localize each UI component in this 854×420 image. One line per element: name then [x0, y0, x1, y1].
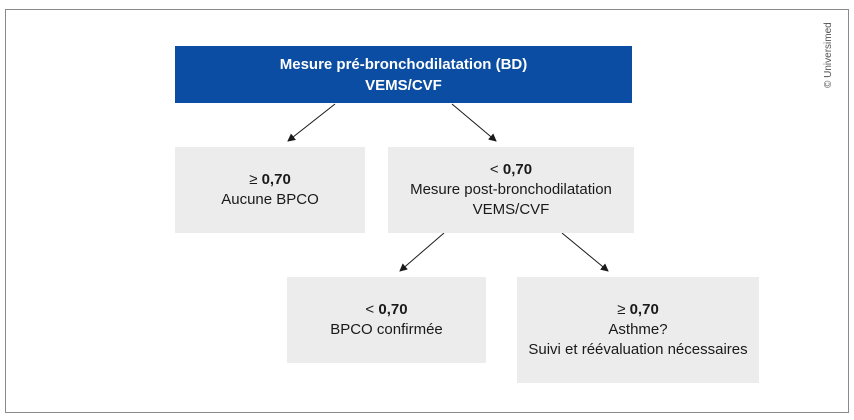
node-asthma: ≥ 0,70 Asthme? Suivi et réévaluation néc… [517, 277, 759, 383]
threshold-symbol: ≥ [617, 301, 626, 318]
node-left-label: Aucune BPCO [221, 191, 319, 208]
node-root-subtitle: VEMS/CVF [365, 76, 442, 94]
node-right-line2: VEMS/CVF [472, 201, 550, 218]
node-br-threshold: ≥ 0,70 [617, 300, 659, 320]
node-br-line1: Asthme? [608, 321, 668, 338]
threshold-value: 0,70 [378, 301, 408, 318]
copyright-text: © Universimed [823, 22, 834, 88]
node-no-copd: ≥ 0,70 Aucune BPCO [175, 147, 365, 233]
threshold-value: 0,70 [261, 171, 291, 188]
node-bl-label: BPCO confirmée [330, 321, 443, 338]
threshold-value: 0,70 [629, 301, 659, 318]
node-right-line1: Mesure post-bronchodilatation [410, 181, 612, 198]
node-right-threshold: < 0,70 [490, 160, 532, 180]
node-left-threshold: ≥ 0,70 [249, 170, 291, 190]
node-pre-bd-measure: Mesure pré-bronchodilatation (BD) VEMS/C… [175, 46, 632, 103]
node-copd-confirmed: < 0,70 BPCO confirmée [287, 277, 486, 363]
threshold-symbol: ≥ [249, 171, 258, 188]
threshold-symbol: < [489, 161, 499, 178]
node-root-title: Mesure pré-bronchodilatation (BD) [279, 55, 528, 73]
node-br-line2: Suivi et réévaluation nécessaires [528, 341, 748, 358]
diagram-frame [5, 9, 849, 413]
threshold-symbol: < [365, 301, 375, 318]
threshold-value: 0,70 [502, 161, 533, 178]
node-post-bd-measure: < 0,70 Mesure post-bronchodilatation VEM… [388, 147, 634, 233]
node-bl-threshold: < 0,70 [365, 300, 407, 320]
